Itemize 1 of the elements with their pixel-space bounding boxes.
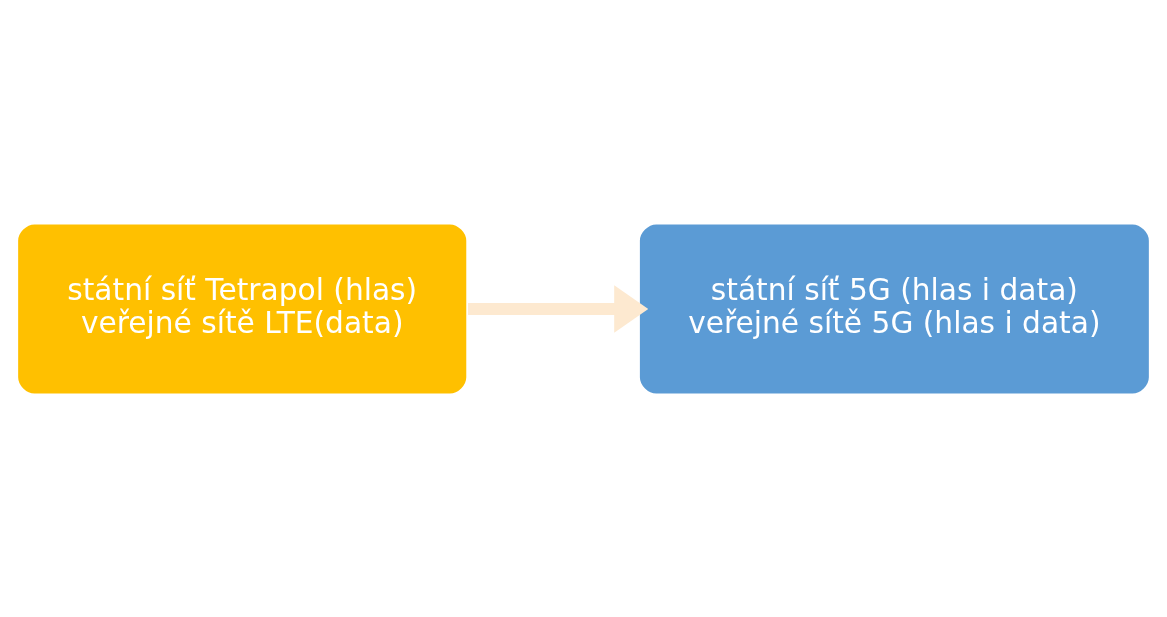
arrow — [468, 284, 649, 333]
